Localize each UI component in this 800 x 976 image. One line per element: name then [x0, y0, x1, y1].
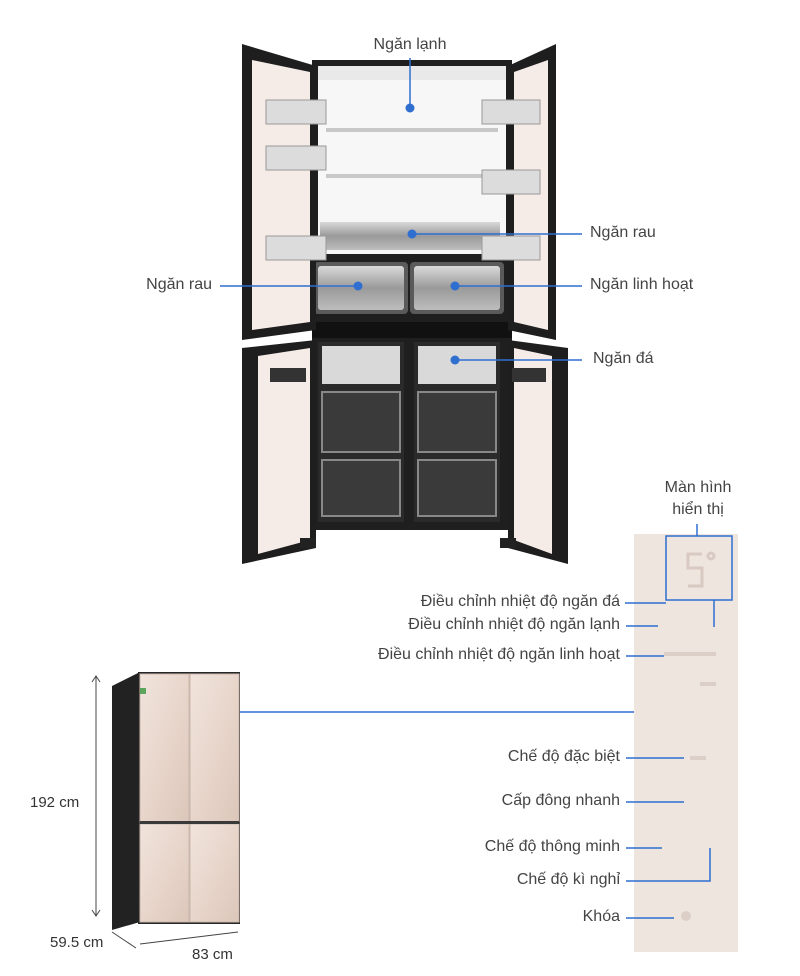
- label-lock: Khóa: [582, 908, 620, 925]
- label-fridge-temp-control: Điều chỉnh nhiệt độ ngăn lạnh: [408, 616, 620, 633]
- interior-leader-lines: [220, 58, 582, 361]
- label-special-mode: Chế độ đặc biệt: [507, 748, 620, 765]
- control-panel-bg: [634, 534, 738, 952]
- label-display-title-2: hiển thị: [672, 501, 724, 518]
- panel-markings: [664, 652, 716, 921]
- label-flex-compartment: Ngăn linh hoạt: [590, 276, 694, 293]
- label-flex-temp-control: Điều chỉnh nhiệt độ ngăn linh hoạt: [378, 646, 620, 663]
- label-freezer-temp-control: Điều chỉnh nhiệt độ ngăn đá: [420, 593, 620, 610]
- label-quick-freeze: Cấp đông nhanh: [501, 792, 620, 809]
- interior-leader-dots: [353, 103, 460, 365]
- label-freezer-compartment: Ngăn đá: [593, 350, 654, 367]
- closed-fridge-illustration: [112, 672, 240, 930]
- dimension-lines: [91, 675, 239, 949]
- label-veg-drawer-left: Ngăn rau: [146, 276, 212, 293]
- label-smart-mode: Chế độ thông minh: [484, 838, 620, 855]
- open-fridge-illustration: [242, 44, 568, 564]
- dimension-width: 83 cm: [192, 946, 233, 963]
- dimension-height: 192 cm: [30, 794, 80, 811]
- label-vacation-mode: Chế độ kì nghỉ: [516, 871, 620, 888]
- dimension-depth: 59.5 cm: [50, 934, 104, 951]
- label-veg-drawer-right: Ngăn rau: [590, 224, 656, 241]
- panel-display-digit: [686, 551, 716, 588]
- panel-leader-lines: [200, 524, 733, 919]
- label-display-title-1: Màn hình: [664, 479, 732, 496]
- label-fridge-compartment: Ngăn lạnh: [373, 36, 447, 53]
